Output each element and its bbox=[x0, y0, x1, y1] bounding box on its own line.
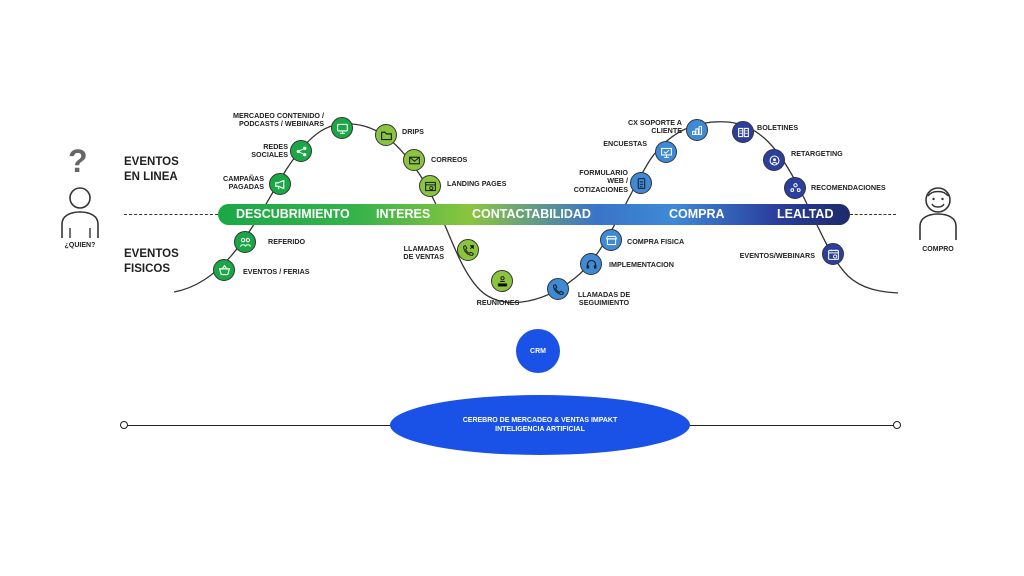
question-mark: ? bbox=[68, 143, 88, 179]
touchpoint-ferias-label: EVENTOS / FERIAS bbox=[243, 267, 310, 276]
timeline-dash-right bbox=[850, 214, 896, 215]
stage-interes: INTERES bbox=[376, 207, 431, 221]
stage-compra: COMPRA bbox=[669, 207, 725, 221]
touchpoint-drips-node bbox=[375, 124, 397, 146]
timeline-dash-left bbox=[124, 214, 218, 215]
persona-left-label: ¿QUIEN? bbox=[64, 242, 96, 249]
calendar-icon bbox=[827, 249, 839, 260]
touchpoint-ferias-node bbox=[213, 259, 235, 281]
stage-lealtad: LEALTAD bbox=[777, 207, 834, 221]
touchpoint-implementacion-node bbox=[580, 253, 602, 275]
touchpoint-correos-node bbox=[403, 149, 425, 171]
brain-line-1: CEREBRO DE MERCADEO & VENTAS IMPAKT bbox=[462, 417, 618, 424]
touchpoint-landing-label: LANDING PAGES bbox=[447, 179, 507, 188]
stage-descubrimiento: DESCUBRIMIENTO bbox=[236, 207, 350, 221]
touchpoint-compra-fisica-label: COMPRA FISICA bbox=[627, 237, 685, 246]
ai-brain-ellipse: CEREBRO DE MERCADEO & VENTAS IMPAKT INTE… bbox=[390, 395, 690, 455]
mail-icon bbox=[408, 156, 420, 164]
touchpoint-recomendaciones-node bbox=[784, 177, 806, 199]
touchpoint-recomendaciones-label: RECOMENDACIONES bbox=[811, 183, 886, 192]
touchpoint-implementacion-label: IMPLEMENTACION bbox=[609, 260, 674, 269]
touchpoint-seguimiento-node bbox=[547, 278, 569, 300]
touchpoint-mercadeo-label: MERCADEO CONTENIDO / PODCASTS / WEBINARS bbox=[232, 111, 324, 129]
touchpoint-cx-label: CX SOPORTE A CLIENTE bbox=[627, 118, 682, 136]
touchpoint-campanas-node bbox=[269, 173, 291, 195]
touchpoint-landing-node bbox=[419, 175, 441, 197]
touchpoint-reuniones-label: REUNIONES bbox=[476, 298, 520, 307]
touchpoint-cx-node bbox=[686, 119, 708, 141]
presentation-icon bbox=[336, 123, 348, 134]
touchpoint-reuniones-node bbox=[491, 270, 513, 292]
section-online: EVENTOS EN LINEA bbox=[124, 156, 179, 183]
touchpoint-formulario-node bbox=[630, 172, 652, 194]
megaphone-icon bbox=[274, 179, 284, 190]
crm-label: CRM bbox=[530, 347, 546, 355]
happy-person-icon bbox=[919, 187, 957, 240]
browser-search-icon bbox=[424, 181, 436, 191]
touchpoint-mercadeo-node bbox=[331, 117, 353, 139]
touchpoint-formulario-label: FORMULARIO WEB / COTIZACIONES bbox=[573, 168, 628, 194]
stage-band bbox=[218, 204, 850, 225]
platform-line-right-end bbox=[893, 421, 901, 429]
folder-icon bbox=[380, 131, 392, 140]
touchpoint-llamadas-node bbox=[457, 239, 479, 261]
touchpoint-compra-fisica-node bbox=[600, 229, 622, 251]
headset-icon bbox=[586, 259, 596, 269]
unknown-person-icon bbox=[61, 187, 99, 238]
section-physical: EVENTOS FISICOS bbox=[124, 248, 179, 275]
store-icon bbox=[605, 235, 617, 245]
support-icon bbox=[691, 125, 702, 135]
touchpoint-boletines-label: BOLETINES bbox=[757, 123, 799, 132]
touchpoint-campanas-label: CAMPAÑAS PAGADAS bbox=[223, 174, 264, 192]
phone-out-icon bbox=[462, 244, 474, 256]
touchpoint-drips-label: DRIPS bbox=[402, 127, 424, 136]
touchpoint-redes-label: REDES SOCIALES bbox=[251, 142, 288, 160]
basket-icon bbox=[218, 264, 230, 275]
meeting-icon bbox=[497, 275, 507, 286]
form-icon bbox=[637, 177, 645, 189]
phone-icon bbox=[552, 283, 564, 295]
target-user-icon bbox=[769, 155, 779, 165]
brain-line-2: INTELIGENCIA ARTIFICIAL bbox=[495, 426, 585, 433]
touchpoint-boletines-node bbox=[732, 121, 754, 143]
monitor-check-icon bbox=[660, 147, 672, 158]
touchpoint-eventos-webinars-label: EVENTOS/WEBINARS bbox=[739, 251, 815, 260]
touchpoint-referido-label: REFERIDO bbox=[268, 237, 306, 246]
touchpoint-seguimiento-label: LLAMADAS DE SEGUIMIENTO bbox=[577, 290, 631, 308]
group-icon bbox=[789, 182, 801, 192]
touchpoint-correos-label: CORREOS bbox=[431, 155, 468, 164]
touchpoint-referido-node bbox=[234, 231, 256, 253]
touchpoint-eventos-webinars-node bbox=[822, 243, 844, 265]
share-icon bbox=[296, 146, 306, 156]
touchpoint-retargeting-label: RETARGETING bbox=[791, 149, 843, 158]
touchpoint-retargeting-node bbox=[763, 149, 785, 171]
touchpoint-redes-node bbox=[290, 140, 312, 162]
stage-contactabilidad: CONTACTABILIDAD bbox=[472, 207, 591, 221]
persona-right-label: COMPRO bbox=[922, 246, 954, 253]
platform-line-left-end bbox=[120, 421, 128, 429]
people-icon bbox=[239, 237, 251, 247]
touchpoint-llamadas-label: LLAMADAS DE VENTAS bbox=[403, 244, 444, 262]
book-icon bbox=[737, 127, 749, 137]
touchpoint-encuestas-node bbox=[655, 141, 677, 163]
touchpoint-encuestas-label: ENCUESTAS bbox=[603, 139, 647, 148]
crm-node: CRM bbox=[516, 329, 560, 373]
